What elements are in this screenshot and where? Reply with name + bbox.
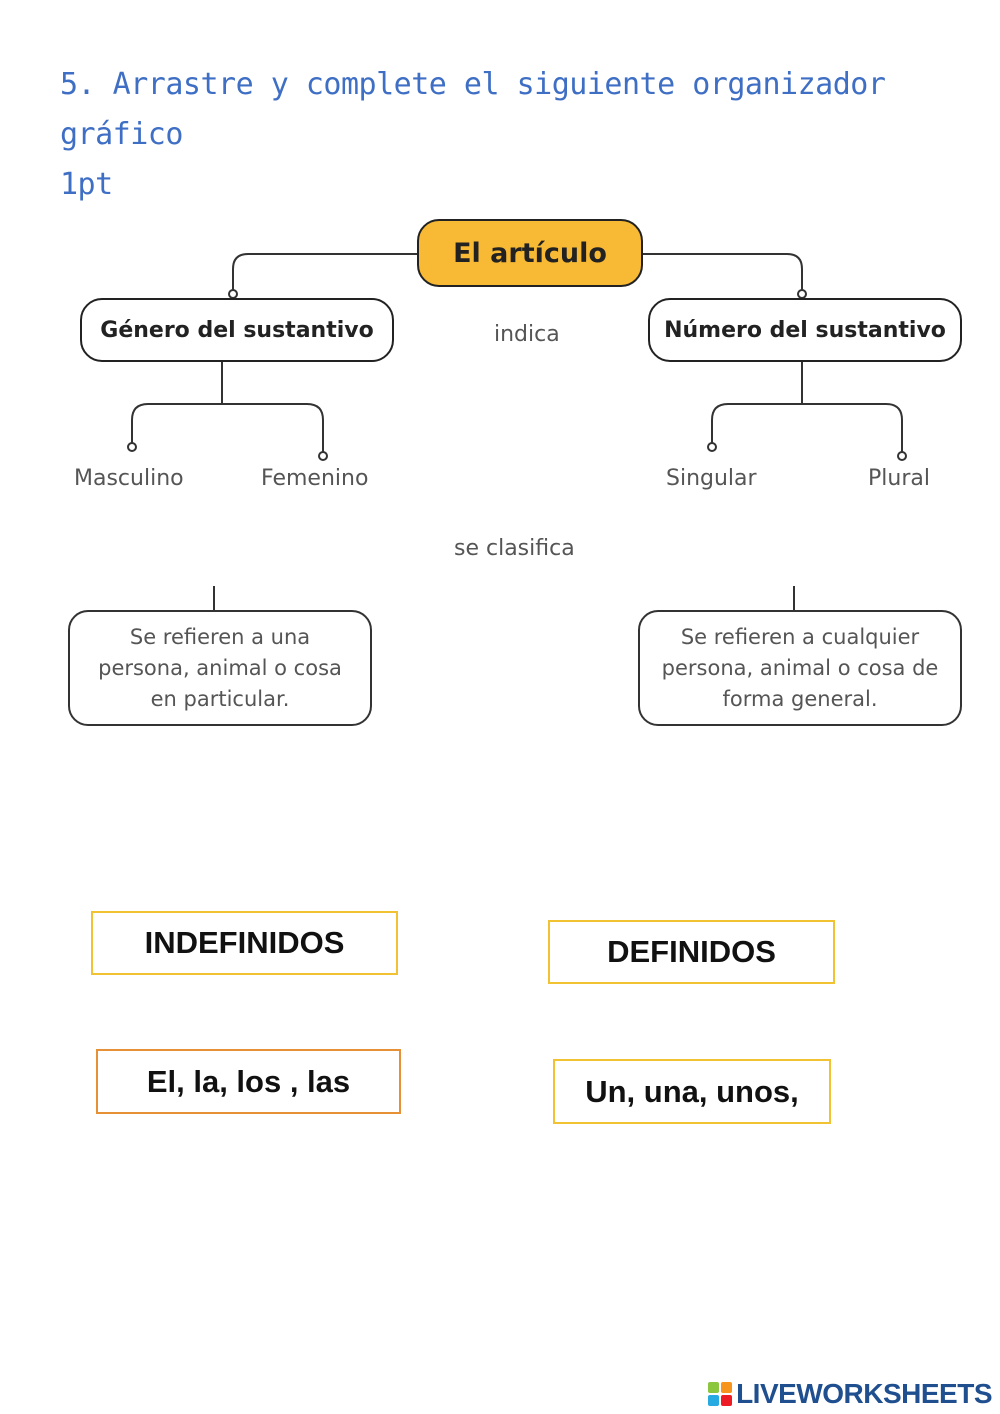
leaf-femenino: Femenino: [261, 466, 369, 491]
connector-se-clasifica: se clasifica: [454, 536, 575, 561]
drag-card-indefinidos[interactable]: INDEFINIDOS: [91, 911, 398, 975]
liveworksheets-logo-icon: [708, 1382, 733, 1406]
description-particular: Se refieren a una persona, animal o cosa…: [68, 610, 372, 726]
connector-indica: indica: [494, 322, 560, 347]
branch-genero-sustantivo: Género del sustantivo: [80, 298, 394, 362]
root-node-articulo: El artículo: [417, 219, 643, 287]
branch-numero-sustantivo: Número del sustantivo: [648, 298, 962, 362]
instruction-text: 5. Arrastre y complete el siguiente orga…: [60, 60, 960, 210]
liveworksheets-brand: LIVEWORKSHEETS: [708, 1374, 992, 1414]
drag-card-el-la-los-las[interactable]: El, la, los , las: [96, 1049, 401, 1114]
drag-card-un-una-unos[interactable]: Un, una, unos,: [553, 1059, 831, 1124]
leaf-masculino: Masculino: [74, 466, 184, 491]
instruction-points: 1pt: [60, 167, 113, 202]
brand-name: LIVEWORKSHEETS: [736, 1378, 992, 1409]
instruction-line-1: 5. Arrastre y complete el siguiente orga…: [60, 67, 886, 152]
description-general: Se refieren a cualquier persona, animal …: [638, 610, 962, 726]
leaf-singular: Singular: [666, 466, 757, 491]
leaf-plural: Plural: [868, 466, 930, 491]
drag-card-definidos[interactable]: DEFINIDOS: [548, 920, 835, 984]
